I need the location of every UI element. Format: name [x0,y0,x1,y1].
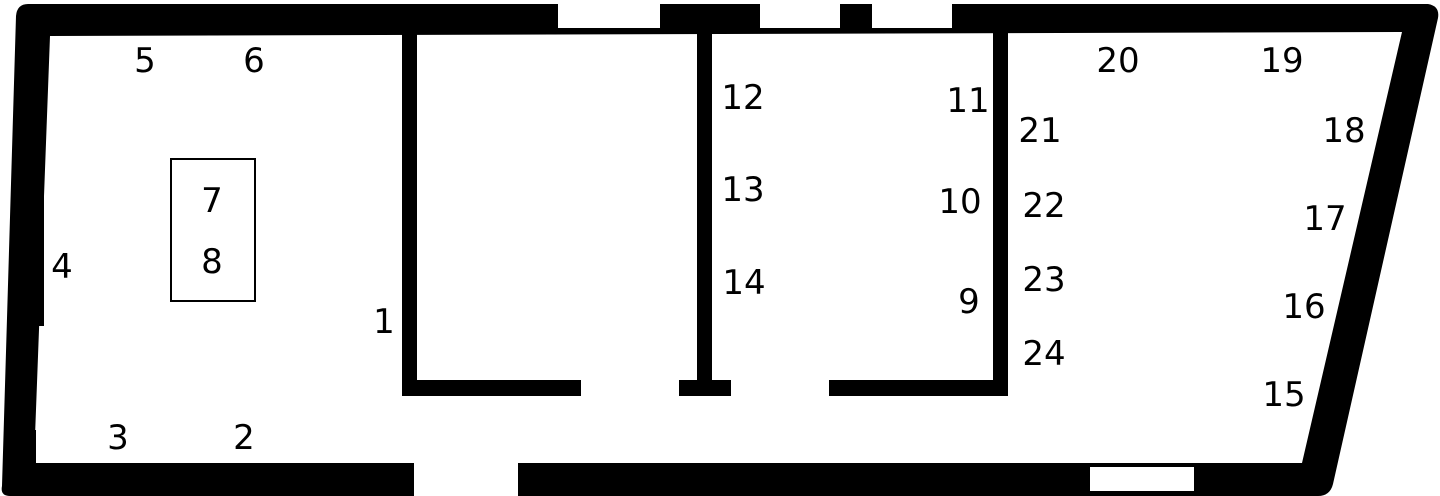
partition-wall-middle [697,30,712,386]
partition-wall-right [993,30,1008,396]
window-top-1 [558,4,660,28]
exhibit-label-23: 23 [1022,260,1065,300]
left-wall-pilaster-bottom [14,430,36,465]
exhibit-label-17: 17 [1303,199,1346,239]
partition-wall-middle-base [679,380,731,396]
left-wall-pilaster-top [32,36,48,89]
exhibit-label-16: 16 [1282,287,1325,327]
exhibit-label-12: 12 [721,78,764,118]
exhibit-label-8: 8 [201,242,223,282]
exhibit-label-4: 4 [51,247,73,287]
exhibit-label-6: 6 [243,41,265,81]
exhibit-label-11: 11 [946,81,989,121]
exhibit-label-24: 24 [1022,334,1065,374]
exhibit-label-20: 20 [1096,41,1139,81]
exhibit-label-7: 7 [201,181,223,221]
exhibit-label-2: 2 [233,418,255,458]
exhibit-label-22: 22 [1022,186,1065,226]
exhibit-label-5: 5 [134,41,156,81]
exhibit-label-13: 13 [721,170,764,210]
window-top-2 [760,4,840,28]
exhibit-label-21: 21 [1018,111,1061,151]
exhibit-label-19: 19 [1260,41,1303,81]
left-wall-pilaster-middle [24,193,44,326]
exhibit-label-15: 15 [1262,375,1305,415]
exhibit-label-14: 14 [722,263,765,303]
partition-wall-left-base [402,380,581,396]
window-bottom [1090,467,1194,491]
exhibit-label-1: 1 [373,302,395,342]
exhibit-label-3: 3 [107,418,129,458]
display-case [170,158,256,302]
exhibit-label-18: 18 [1322,111,1365,151]
exhibit-label-9: 9 [958,282,980,322]
partition-wall-left [402,30,417,396]
window-top-3 [872,4,952,28]
partition-wall-right-base [829,380,1008,396]
exhibit-label-10: 10 [938,182,981,222]
exhibit-labels: 1 2 3 4 5 6 7 8 9 10 11 12 13 14 15 16 1… [51,41,1365,458]
